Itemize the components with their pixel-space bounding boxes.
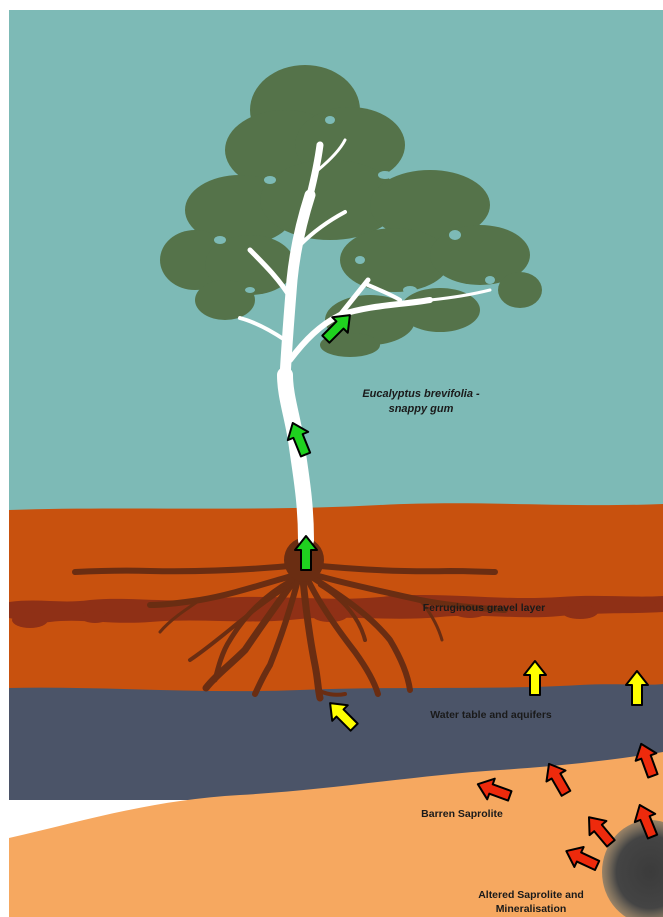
altered-saprolite-label-line1: Altered Saprolite and [478, 889, 584, 901]
species-label-line1: Eucalyptus brevifolia - [362, 388, 480, 400]
species-label-line2: snappy gum [389, 403, 454, 415]
gravel-layer-label: Ferruginous gravel layer [423, 602, 546, 614]
altered-saprolite-label-line2: Mineralisation [496, 903, 567, 915]
barren-saprolite-label: Barren Saprolite [421, 808, 503, 820]
water-table-label: Water table and aquifers [430, 709, 552, 721]
